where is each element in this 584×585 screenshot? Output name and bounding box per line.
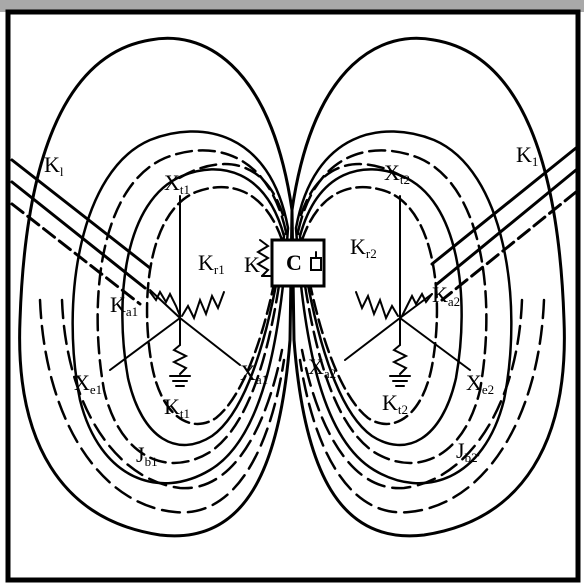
label-k-r1: Kr1 xyxy=(198,250,225,277)
label-k-left: Kl xyxy=(44,152,64,179)
left-airway-line-3 xyxy=(12,204,140,304)
label-k-r2: Kr2 xyxy=(350,234,377,261)
label-k-right: K1 xyxy=(516,142,538,169)
right-ground-kt2 xyxy=(390,376,410,386)
right-line-to-ka2 xyxy=(400,294,432,318)
label-k-a2: Ka2 xyxy=(432,282,460,309)
left-airway-line-1 xyxy=(12,160,150,268)
right-spring-kt2 xyxy=(394,345,406,374)
label-x-a1: Xa1 xyxy=(240,360,268,387)
right-spring-kr2 xyxy=(356,292,398,318)
left-airway-line-2 xyxy=(12,182,145,288)
left-ground-kt1 xyxy=(170,376,190,386)
label-k-a1: Ka1 xyxy=(110,292,138,319)
label-x-t2: Xt2 xyxy=(384,160,410,187)
label-j-b2: Jb2' xyxy=(456,438,480,465)
label-k-t2: Kt2 xyxy=(382,390,408,417)
label-c-center: C xyxy=(286,250,302,275)
label-x-e1: Xe1 xyxy=(74,370,102,397)
label-k-t1: Kt1 xyxy=(164,394,190,421)
left-spring-kt1 xyxy=(174,345,186,374)
label-k-center: K xyxy=(244,252,260,277)
left-spring-kr1 xyxy=(182,292,224,318)
left-line-to-xe1 xyxy=(110,318,180,370)
left-line-to-xa1 xyxy=(180,318,240,365)
label-x-e2: Xe2 xyxy=(466,370,494,397)
label-j-b1: Jb1 xyxy=(136,442,158,469)
right-line-to-xa2 xyxy=(345,318,400,360)
